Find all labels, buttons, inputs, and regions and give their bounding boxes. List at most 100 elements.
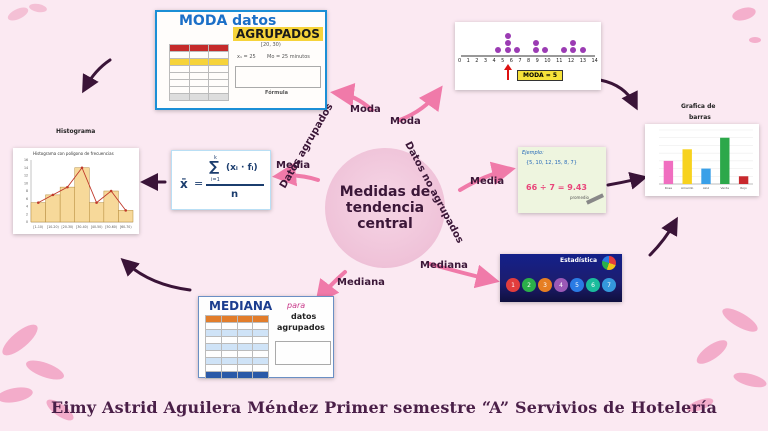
mediana-subtitle-1: para [287,301,306,310]
moda-interval: [20, 30) [261,42,281,48]
x-tick-label: [40-50) [91,225,103,229]
barras-heading-1: Grafica de [681,103,716,110]
bar [701,168,711,184]
moda-frequency-table [169,44,229,101]
moda-x1: x₁ = 25 [237,54,256,60]
media-sum-upper: k [214,155,217,161]
y-tick-label: 8 [26,189,28,193]
moda-formula-label: Fórmula [265,90,288,96]
flower-top-left-icon [7,3,47,21]
arrow-to-histograma-top [82,58,112,94]
moda-card-title-2: AGRUPADOS [233,27,323,41]
stat-ball: 6 [586,278,600,292]
media-sum-lower: i=1 [211,177,220,183]
axis-number: 1 [466,58,470,64]
axis-number: 10 [544,58,551,64]
bar [738,176,749,184]
histogram-bar [118,210,134,223]
histograma-chart-title: Histograma con polígono de frecuencias [33,151,114,156]
polygon-point [95,201,98,204]
histograma-heading: Histograma [56,128,96,135]
axis-number: 9 [535,58,539,64]
label-media-right: Media [470,176,505,187]
polygon-point [80,166,84,170]
y-tick-label: 10 [24,181,28,185]
card-moda-datos-agrupados: MODA datos AGRUPADOS [20, 30) x₁ = 25 Mo… [155,10,327,110]
arrow-to-histograma-bottom [120,257,192,292]
card-estadistica: Estadística 1 2 3 4 5 6 7 [500,254,622,302]
y-tick-label: 14 [24,166,28,170]
media-x-bar: x̄ [180,177,188,191]
label-mediana-lower-left: Mediana [337,277,385,288]
media-denominator: n [231,189,239,200]
axis-number: 4 [492,58,496,64]
mediana-subtitle-2: datos [291,312,317,321]
arrow-moda-right [398,85,443,122]
y-tick-label: 12 [24,174,28,178]
axis-number: 8 [527,58,531,64]
polygon-point [66,185,69,189]
polygon-point [51,193,55,197]
arrow-mediana-right [428,262,500,289]
moda-dot-plot [461,33,595,80]
y-tick-label: 16 [24,158,28,162]
stat-ball: 7 [602,278,616,292]
bar [720,137,730,184]
arrow-media-right [458,161,516,192]
axis-number: 5 [501,58,505,64]
axis-number: 0 [458,58,462,64]
bar [663,160,674,184]
stat-ball: 1 [506,278,520,292]
mediana-formula-box [275,341,331,365]
card-histograma: Histograma con polígono de frecuencias [… [13,148,139,234]
media-ejemplo-set: {5, 10, 12, 15, 8, 7} [526,160,577,166]
moda-formula-box [235,66,321,88]
axis-number: 11 [556,58,563,64]
moda-axis-numbers: 0 1 2 3 4 5 6 7 8 9 10 11 12 13 14 [458,58,598,64]
label-moda-upper-left: Moda [350,104,381,115]
histogram-bar [103,190,119,223]
x-tick-label: [1-10) [33,225,43,229]
x-tick-label: [30-40) [76,225,88,229]
media-numerator: (xᵢ · fᵢ) [226,163,258,173]
label-mediana-lower-right: Mediana [420,260,468,271]
pie-chart-icon [602,256,616,270]
x-tick-label: [20-30) [62,225,74,229]
x-tick-label: [60-70) [120,225,132,229]
axis-number: 6 [509,58,513,64]
card-mediana-datos: MEDIANA para datos agrupados [198,296,334,379]
estadistica-title: Estadística [560,257,598,264]
arrow-to-barras-side [606,171,648,190]
axis-number: 12 [567,58,575,64]
x-tick-label: Verde [720,186,729,190]
axis-number: 2 [475,58,479,64]
media-fraction-bar [206,184,264,186]
media-ejemplo-note: promedio [570,195,589,200]
mediana-subtitle-3: agrupados [277,323,325,332]
flower-top-right-icon [732,7,761,43]
arrow-mediana-left [315,270,347,305]
y-tick-label: 2 [26,212,28,216]
histogram-bar [30,202,46,223]
mediana-card-title: MEDIANA [209,299,273,313]
x-tick-label: Amarillo [681,186,694,190]
mediana-frequency-table [205,315,269,379]
media-ejemplo-title: Ejemplo: [522,150,544,156]
arrow-moda-left [330,82,374,112]
polygon-point [124,209,128,212]
arrow-to-barras-top [598,78,638,111]
x-tick-label: Rosa [665,186,672,190]
sigma-icon: ∑ [209,159,220,175]
polygon-point [36,201,40,204]
polygon-point [109,189,113,193]
histogram-bar [45,194,61,223]
central-topic-title: Medidas de tendencia central [339,184,431,232]
axis-number: 3 [483,58,488,64]
histograma-chart: [1-10)[10-20)[20-30)[30-40)[40-50)[50-60… [24,158,134,229]
card-media-formula: x̄ = k ∑ i=1 (xᵢ · fᵢ) n [171,150,271,210]
y-tick-label: 4 [26,205,28,209]
stat-ball: 4 [554,278,568,292]
